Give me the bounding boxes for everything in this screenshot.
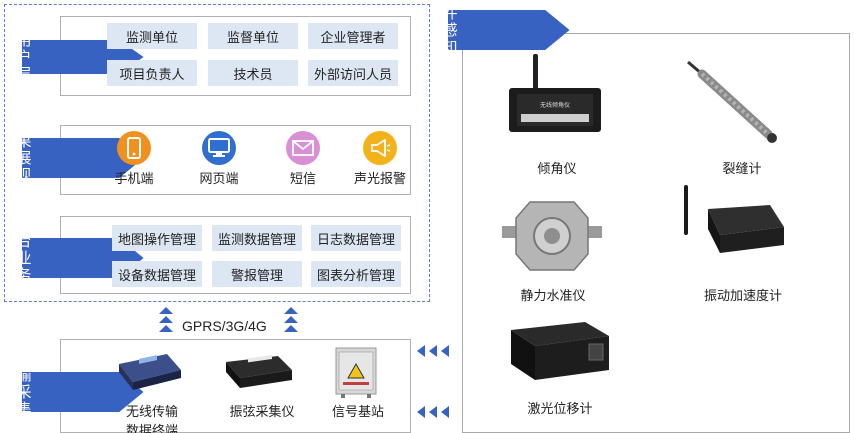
megaphone-icon — [363, 131, 397, 165]
user-cell-enterprise-manager: 企业管理者 — [308, 23, 398, 49]
result-layer-tag-line2: 展现层 — [16, 149, 32, 201]
inclinometer-device-text: 无线倾角仪 — [540, 101, 570, 109]
inclinometer-icon: 无线倾角仪 — [505, 52, 605, 136]
sensor-static-level-label: 静力水准仪 — [520, 288, 586, 303]
crack-meter-icon — [680, 56, 790, 146]
platform-group-frame — [4, 4, 430, 302]
business-cell-map-ops: 地图操作管理 — [112, 225, 202, 251]
network-label: GPRS/3G/4G — [182, 318, 267, 334]
signal-base-station-icon — [333, 346, 379, 398]
result-item-mobile: 手机端 — [104, 131, 164, 187]
business-layer-tag-line1: 平台 — [16, 215, 32, 250]
vibrating-wire-collector-icon — [222, 352, 294, 392]
result-item-sms: 短信 — [273, 131, 333, 187]
result-layer-tag-line1: 结果 — [16, 115, 32, 150]
hardware-layer-tag: 硬件 感知层 — [448, 10, 570, 50]
user-cell-project-lead: 项目负责人 — [107, 60, 197, 86]
result-item-mobile-label: 手机端 — [114, 171, 154, 186]
user-cell-technician: 技术员 — [208, 60, 298, 86]
business-cell-alert: 警报管理 — [212, 261, 302, 287]
transport-device-collector-label: 振弦采集仪 — [229, 404, 295, 419]
transport-layer-tag-line2: 采集层 — [16, 383, 32, 433]
static-level-gauge-icon — [500, 198, 604, 274]
business-layer-tag-line2: 业务层 — [16, 249, 32, 301]
business-cell-chart-analysis: 图表分析管理 — [311, 261, 401, 287]
result-item-alarm-label: 声光报警 — [353, 171, 406, 186]
business-cell-log-data: 日志数据管理 — [311, 225, 401, 251]
envelope-icon — [286, 131, 320, 165]
transport-device-base-station-label: 信号基站 — [331, 404, 384, 419]
transport-device-terminal-label: 无线传输 数据终端 — [125, 404, 178, 433]
mobile-phone-icon — [117, 131, 151, 165]
result-item-alarm: 声光报警 — [350, 131, 410, 187]
hardware-layer-tag-line2: 感知层 — [442, 21, 458, 73]
transport-layer-tag: 传输 采集层 — [22, 372, 144, 412]
user-cell-supervisor-unit: 监督单位 — [208, 23, 298, 49]
transport-layer-tag-line1: 传输 — [16, 349, 32, 384]
user-cell-external-visitor: 外部访问人员 — [308, 60, 398, 86]
wireless-terminal-device-icon — [115, 350, 185, 392]
sensor-inclinometer-label: 倾角仪 — [537, 161, 577, 176]
hardware-layer-tag-line1: 硬件 — [442, 4, 458, 22]
sensor-vibration-accel-label: 振动加速度计 — [703, 288, 783, 303]
business-cell-monitor-data: 监测数据管理 — [212, 225, 302, 251]
user-layer-tag-label: 用户层 — [16, 31, 32, 83]
monitor-icon — [202, 131, 236, 165]
vibration-accelerometer-icon — [680, 183, 790, 273]
result-item-web-label: 网页端 — [199, 171, 239, 186]
result-item-sms-label: 短信 — [289, 171, 316, 186]
sensor-crack-meter-label: 裂缝计 — [722, 161, 762, 176]
user-cell-monitor-unit: 监测单位 — [107, 23, 197, 49]
business-cell-device-data: 设备数据管理 — [112, 261, 202, 287]
sensor-laser-displacement-label: 激光位移计 — [527, 401, 593, 416]
result-item-web: 网页端 — [189, 131, 249, 187]
laser-displacement-meter-icon — [505, 318, 613, 384]
